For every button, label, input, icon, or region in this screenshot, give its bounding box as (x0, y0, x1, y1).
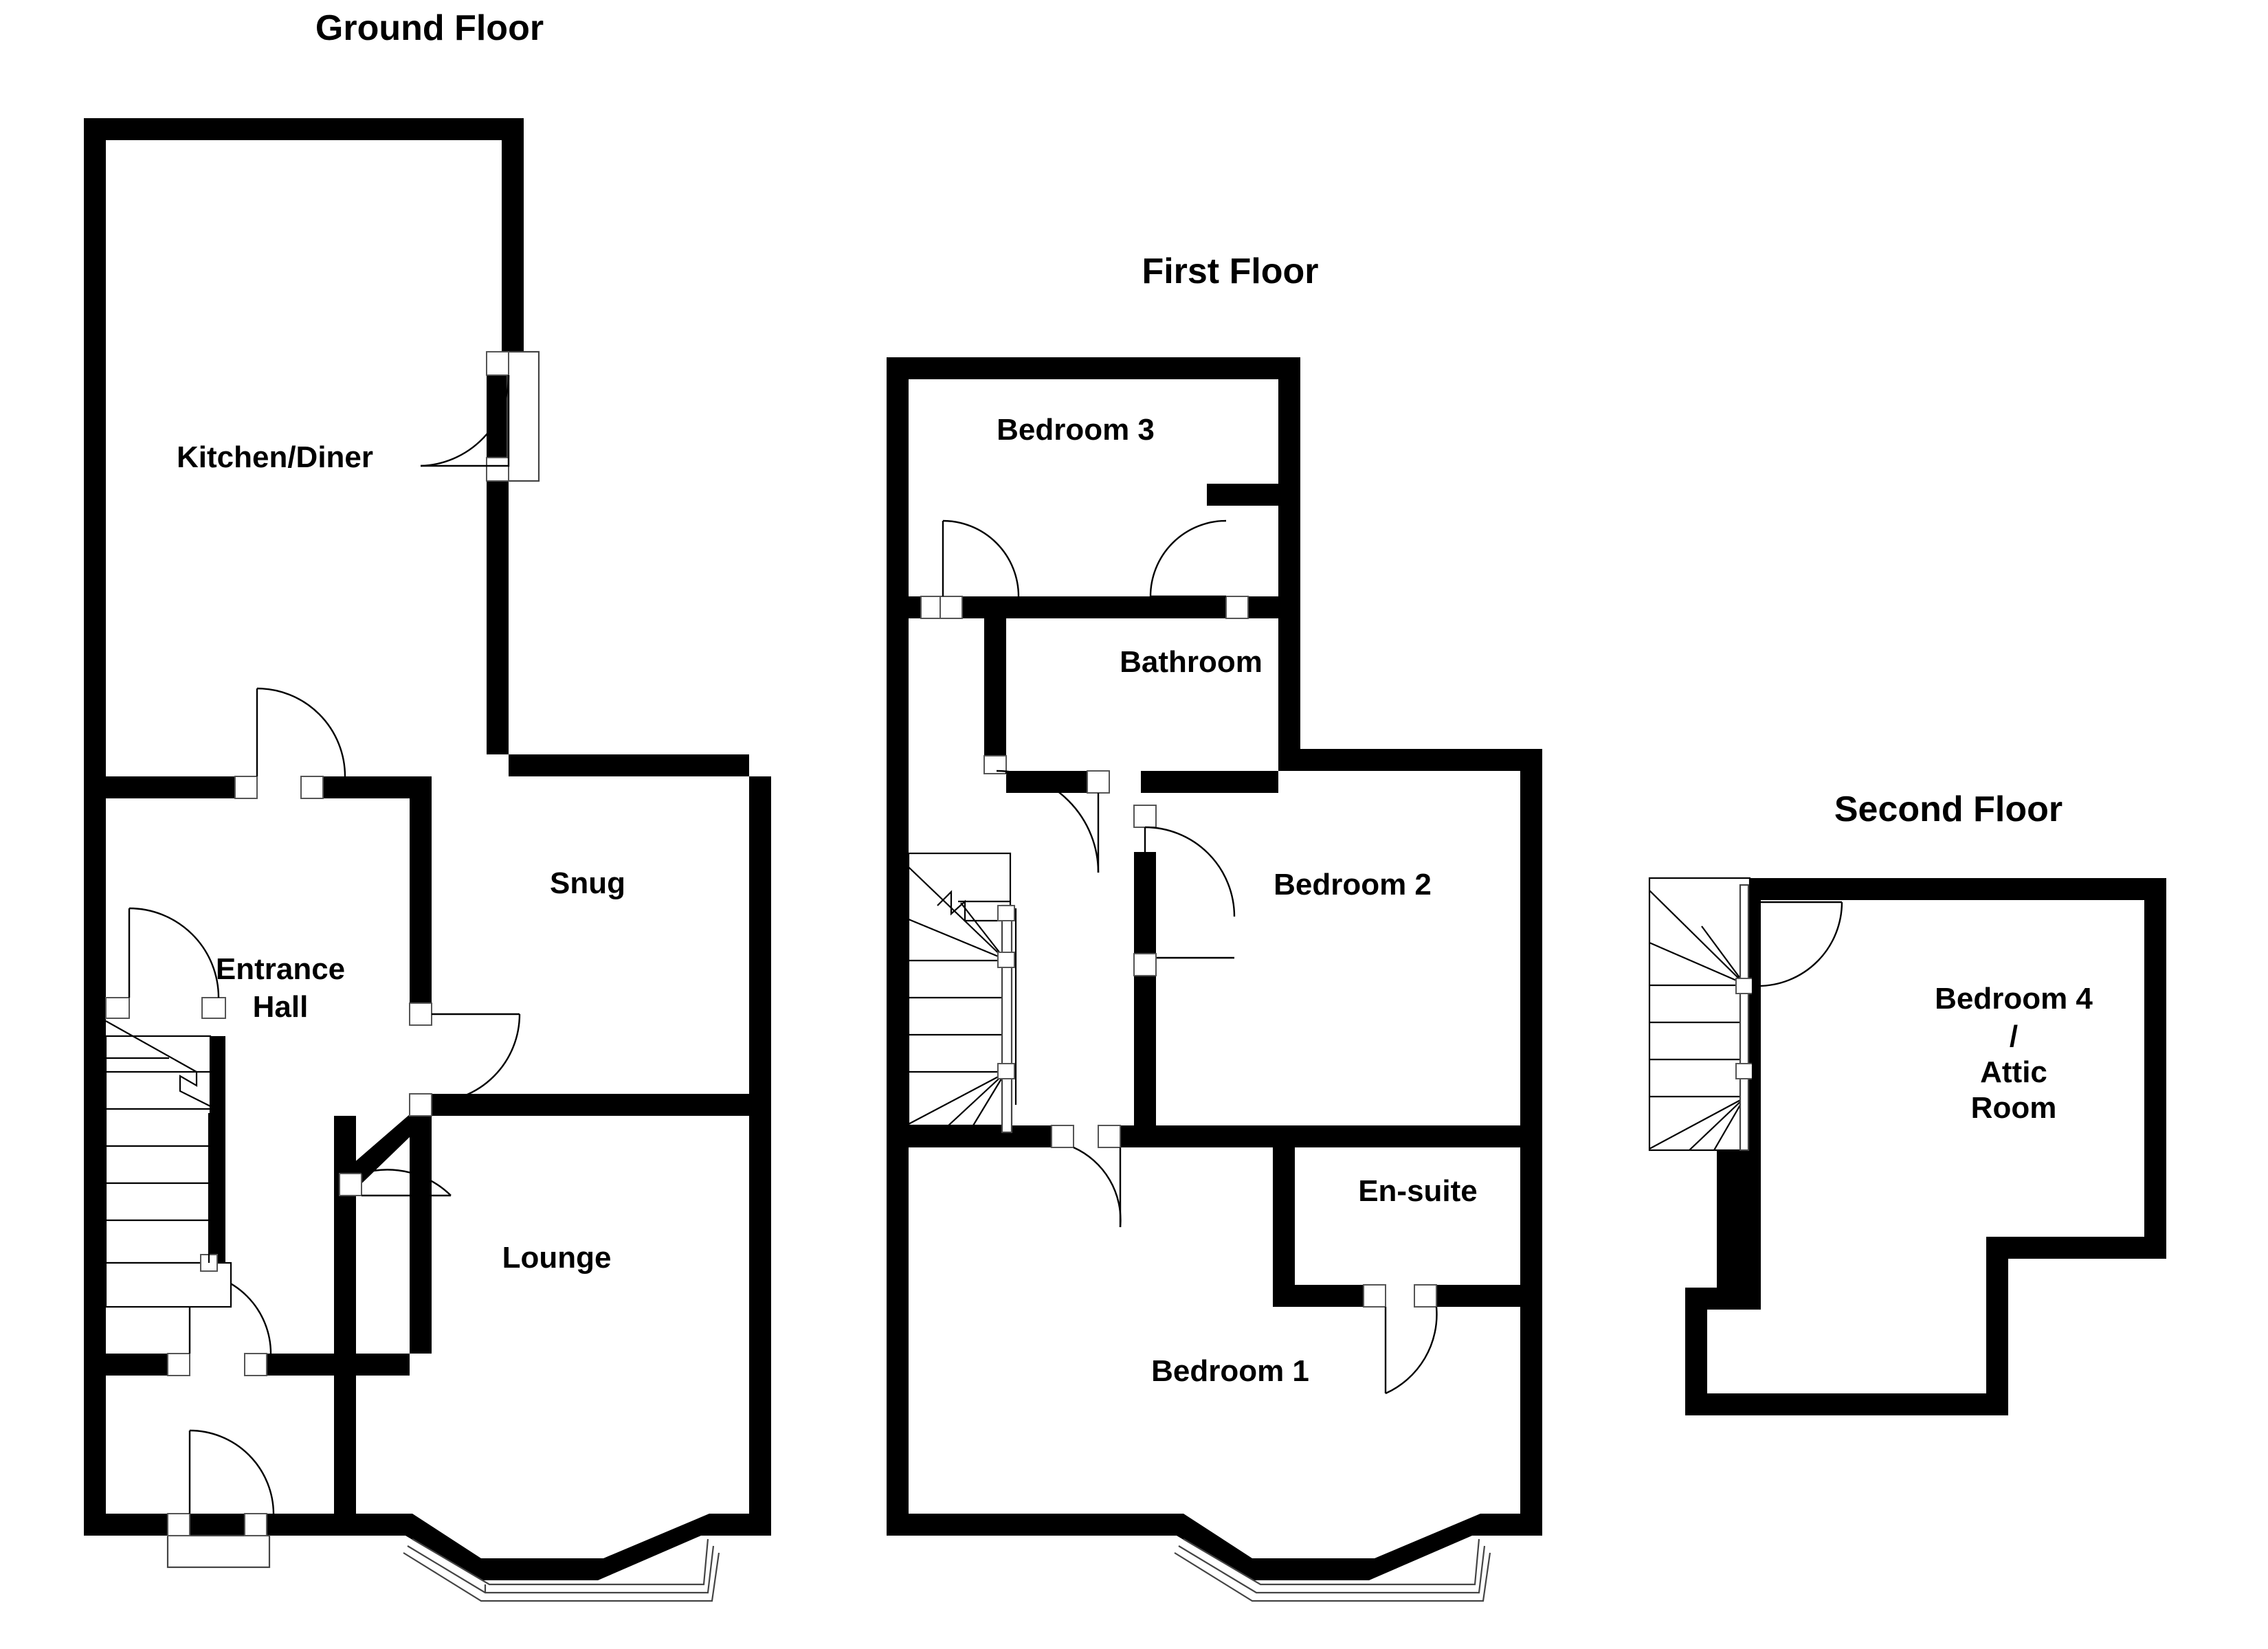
room-label-bathroom: Bathroom (1120, 645, 1263, 679)
room-label-kitchen-diner: Kitchen/Diner (177, 440, 373, 474)
bedroom1-bay-window (1174, 1538, 1491, 1602)
hall-snug-divider-lower (410, 1114, 432, 1354)
door-bedroom3-right (1149, 519, 1249, 619)
room-label-bedroom3: Bedroom 3 (997, 413, 1155, 447)
snug-lounge-divider (432, 1094, 771, 1116)
first-floor-group (887, 357, 1542, 1602)
second-floor-group (1648, 877, 2166, 1415)
staircase-ground (104, 1020, 232, 1308)
bedroom3-landing-divider-mid (962, 596, 1226, 618)
cloakroom-divider-upper (84, 1354, 168, 1376)
bedroom2-left-wall (1134, 852, 1156, 1127)
door-bathroom (983, 755, 1110, 873)
lounge-bay-window (403, 1538, 720, 1602)
ensuite-bottom-wall-right (1436, 1285, 1520, 1307)
room-label-bedroom4-line4: Room (1971, 1091, 2057, 1125)
room-label-bedroom1: Bedroom 1 (1151, 1354, 1309, 1388)
labels-group: Ground Floor First Floor Second Floor Ki… (177, 8, 2093, 1388)
room-label-entrance-hall: Entrance Hall (216, 952, 345, 1024)
kitchen-hall-divider-left (84, 776, 235, 798)
bathroom-left-wall (984, 618, 1006, 756)
ensuite-bottom-wall-left (1273, 1285, 1364, 1307)
bedroom2-bottom-wall (1134, 1125, 1520, 1147)
ground-floor-group (84, 118, 771, 1602)
room-label-bedroom2: Bedroom 2 (1274, 868, 1432, 901)
room-label-bedroom4-line2: / (2010, 1020, 2018, 1053)
front-door (166, 1429, 275, 1569)
kitchen-exterior-door (420, 350, 540, 482)
room-label-bedroom4-line3: Attic (1980, 1055, 2047, 1089)
room-label-ensuite: En-suite (1358, 1174, 1478, 1208)
kitchen-hall-divider-right (323, 776, 410, 798)
landing-bottom-wall (887, 1125, 1052, 1147)
kitchen-right-wall-lower (487, 481, 509, 754)
room-label-entrance-hall-line2: Hall (253, 990, 309, 1024)
bedroom3-landing-divider-right (1248, 596, 1278, 618)
door-hall-lounge (339, 1169, 452, 1197)
cloakroom-divider-right (267, 1354, 410, 1376)
second-floor-walls (1685, 878, 2166, 1415)
door-hall-understairs (105, 907, 226, 1019)
lounge-hall-wall-lower (334, 1116, 356, 1354)
floor-title-ground: Ground Floor (315, 8, 544, 48)
room-label-bedroom4-attic: Bedroom 4 / Attic Room (1935, 982, 2093, 1125)
hall-snug-divider (410, 776, 432, 1003)
bathroom-bottom-wall-right (1141, 771, 1278, 793)
bedroom3-landing-divider-left (909, 596, 921, 618)
floor-title-first: First Floor (1142, 251, 1318, 291)
room-label-snug: Snug (550, 866, 625, 900)
room-label-lounge: Lounge (502, 1241, 612, 1275)
staircase-second (1648, 877, 1754, 1152)
door-kitchen-hall (234, 687, 346, 799)
room-label-bedroom4-line1: Bedroom 4 (1935, 982, 2093, 1016)
door-bedroom1-landing (1051, 1125, 1122, 1228)
door-bedroom3-landing (920, 519, 1020, 619)
bathroom-bottom-wall (1006, 771, 1087, 793)
room-label-entrance-hall-line1: Entrance (216, 952, 345, 986)
door-bedroom2 (1133, 805, 1236, 976)
ensuite-left-wall (1273, 1147, 1295, 1307)
lounge-hall-wall-lowest (334, 1376, 356, 1536)
staircase-first (907, 852, 1017, 1134)
door-ensuite (1363, 1284, 1438, 1395)
door-hall-snug (409, 1002, 521, 1117)
bedroom3-wall-stub (1207, 484, 1278, 506)
stair-wall (209, 1036, 225, 1263)
floor-title-second: Second Floor (1834, 789, 2063, 829)
